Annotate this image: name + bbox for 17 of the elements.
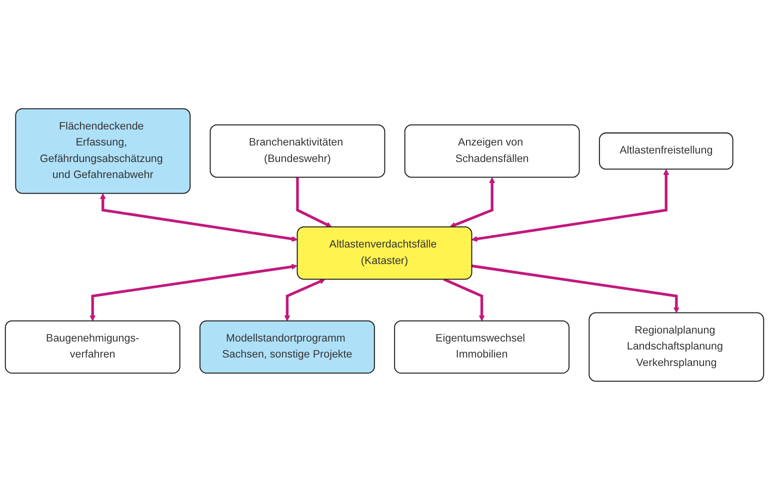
node-box: Regionalplanung Landschaftsplanung Verkehrsplanung [588,312,764,382]
node-box: Altlastenverdachtsfälle (Kataster) [296,226,472,280]
node-box: Altlastenfreistellung [598,132,734,170]
node-box: Anzeigen von Schadensfällen [404,124,580,178]
node-box: Modellstandortprogramm Sachsen, sonstige Projekte [199,320,375,374]
arrow [471,169,670,242]
arrow [443,278,485,322]
node-box: Baugenehmigungs-verfahren [4,320,180,374]
arrow [100,193,298,242]
arrow [284,278,326,322]
arrow [90,264,298,322]
arrow [296,177,332,228]
arrow [472,264,680,314]
arrow [450,177,496,228]
node-box: Eigentumswechsel Immobilien [394,320,570,374]
node-box: Branchenaktivitäten (Bundeswehr) [210,124,386,178]
node-box: Flächendeckende Erfassung, Gefährdungsabschätzung und Gefahrenabwehr [15,108,191,194]
